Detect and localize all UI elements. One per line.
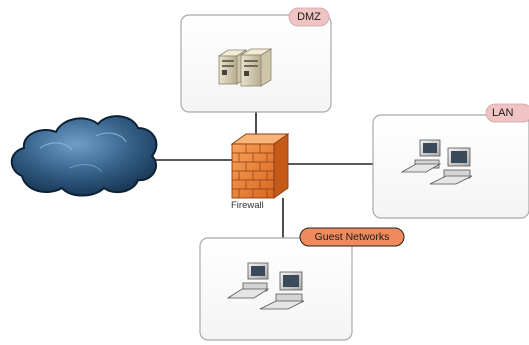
firewall-icon bbox=[230, 133, 290, 199]
computers-icon bbox=[226, 262, 305, 310]
dmz-zone bbox=[180, 7, 332, 113]
firewall-label: Firewall bbox=[231, 200, 264, 211]
guest-badge bbox=[299, 227, 405, 247]
dmz-badge bbox=[288, 7, 330, 27]
lan-zone bbox=[372, 103, 529, 219]
guest-zone bbox=[199, 227, 405, 341]
dmz-label: DMZ bbox=[297, 11, 321, 23]
servers-icon bbox=[217, 48, 273, 87]
lan-box bbox=[372, 114, 529, 219]
guest-box bbox=[199, 237, 353, 341]
lan-badge bbox=[485, 103, 529, 123]
lan-label: LAN bbox=[492, 107, 514, 119]
guest-label: Guest Networks bbox=[314, 231, 390, 243]
computers-icon bbox=[400, 139, 473, 185]
cloud-icon bbox=[10, 115, 158, 197]
connection-lines bbox=[150, 112, 373, 238]
